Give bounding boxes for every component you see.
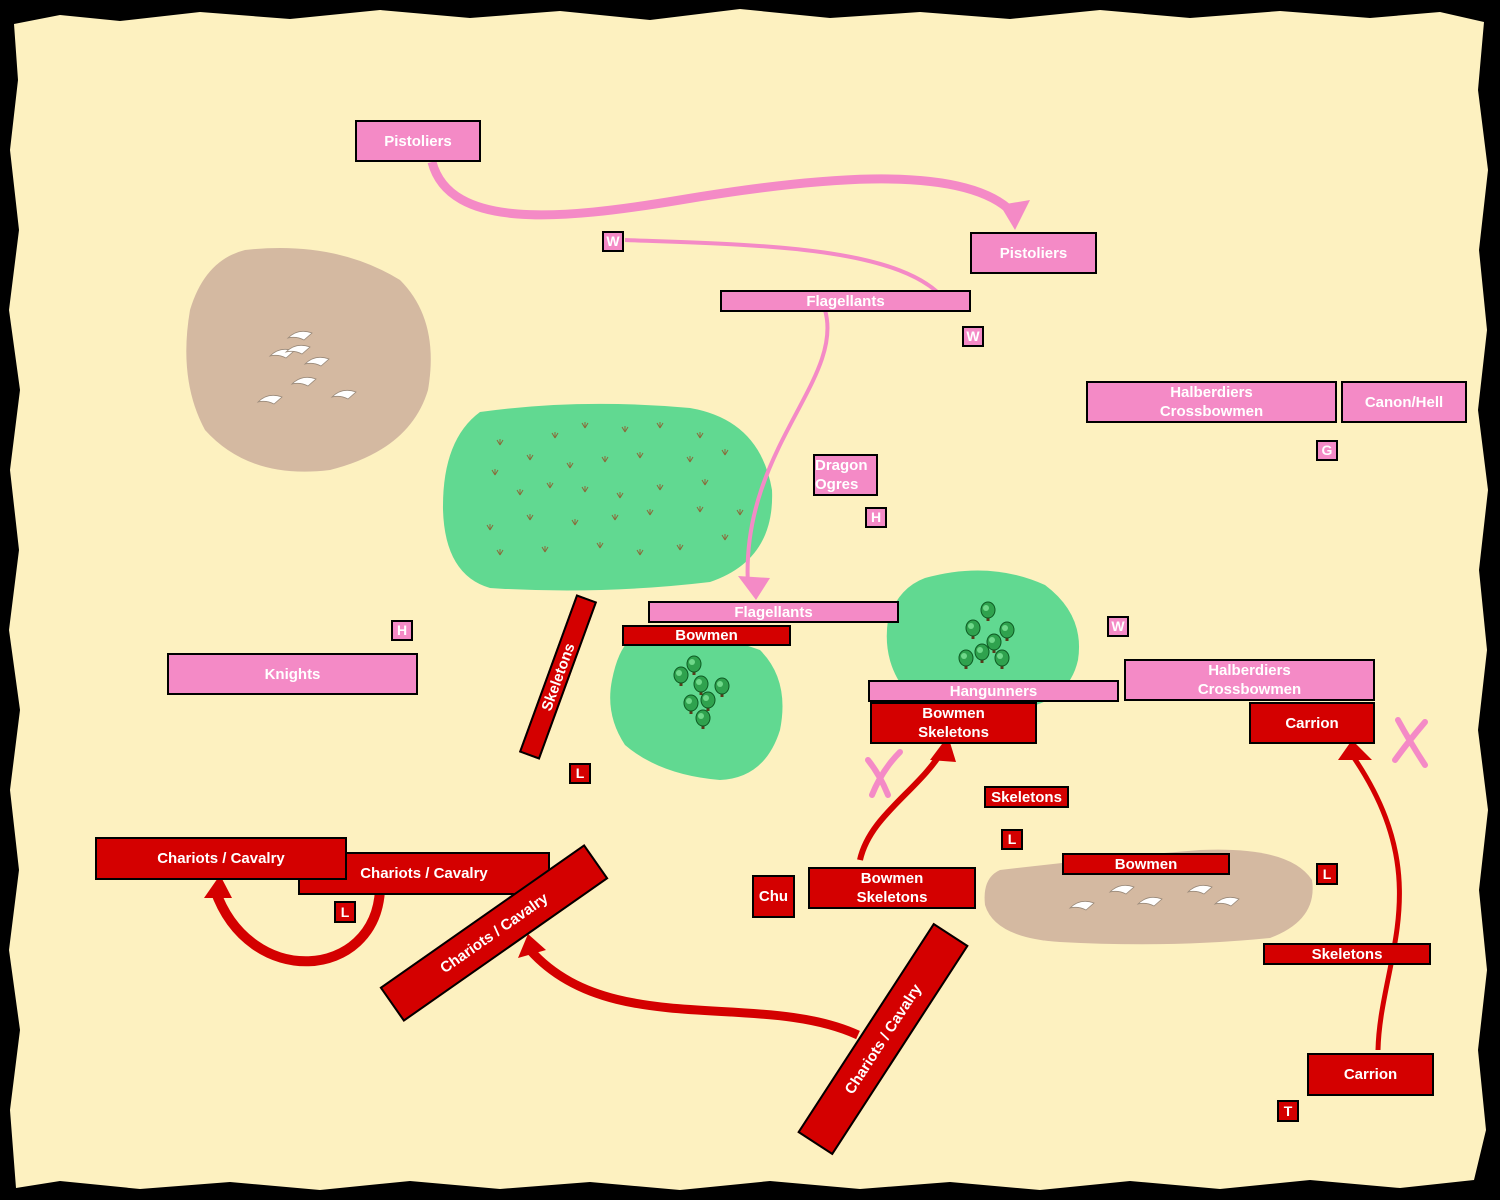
bowmen-unit-1[interactable]: Bowmen <box>622 625 791 646</box>
skeletons-unit-2[interactable]: Skeletons <box>1263 943 1431 965</box>
w-marker-1[interactable]: W <box>602 231 624 252</box>
bowmen-skeletons-unit-2[interactable]: Bowmen Skeletons <box>808 867 976 909</box>
unit-label-line-1: Halberdiers <box>1170 384 1253 401</box>
forest-small-right <box>886 570 1080 711</box>
w-marker-2[interactable]: W <box>962 326 984 347</box>
red-movement-arrows <box>210 746 1402 1051</box>
pink-movement-arrows <box>427 160 1016 587</box>
unit-label-line-1: Bowmen <box>860 870 924 887</box>
h-marker-1[interactable]: H <box>865 507 887 528</box>
l-marker-3[interactable]: L <box>1316 863 1338 885</box>
unit-label-line-2: Skeletons <box>918 724 989 741</box>
halberdiers-crossbowmen-unit-1[interactable]: Halberdiers Crossbowmen <box>1086 381 1337 423</box>
flagellants-unit-1[interactable]: Flagellants <box>720 290 971 312</box>
dragon-ogres-unit[interactable]: Dragon Ogres <box>813 454 878 496</box>
pistoliers-unit-2[interactable]: Pistoliers <box>970 232 1097 274</box>
chu-unit[interactable]: Chu <box>752 875 795 918</box>
t-marker[interactable]: T <box>1277 1100 1299 1122</box>
flagellants-unit-2[interactable]: Flagellants <box>648 601 899 623</box>
unit-label-line-1: Dragon <box>815 457 868 474</box>
chariots-cavalry-unit-1[interactable]: Chariots / Cavalry <box>95 837 347 880</box>
carrion-unit-1[interactable]: Carrion <box>1249 702 1375 744</box>
canon-hell-unit[interactable]: Canon/Hell <box>1341 381 1467 423</box>
carrion-unit-2[interactable]: Carrion <box>1307 1053 1434 1096</box>
h-marker-2[interactable]: H <box>391 620 413 641</box>
g-marker[interactable]: G <box>1316 440 1338 461</box>
l-marker-1[interactable]: L <box>569 763 591 784</box>
bowmen-unit-2[interactable]: Bowmen <box>1062 853 1230 875</box>
unit-label-line-2: Ogres <box>815 476 859 493</box>
pink-x-marks <box>865 717 1428 798</box>
hill-top-left <box>186 248 431 472</box>
red-arrowheads <box>204 736 1372 958</box>
unit-label-line-2: Skeletons <box>856 889 928 906</box>
unit-label-line-1: Halberdiers <box>1208 662 1291 679</box>
w-marker-3[interactable]: W <box>1107 616 1129 637</box>
skeletons-unit-1[interactable]: Skeletons <box>984 786 1069 808</box>
unit-label-line-2: Crossbowmen <box>1197 681 1302 698</box>
hangunners-unit[interactable]: Hangunners <box>868 680 1119 702</box>
l-marker-4[interactable]: L <box>334 901 356 923</box>
l-marker-2[interactable]: L <box>1001 829 1023 850</box>
pink-arrowheads <box>738 200 1030 600</box>
halberdiers-crossbowmen-unit-2[interactable]: Halberdiers Crossbowmen <box>1124 659 1375 701</box>
pistoliers-unit-1[interactable]: Pistoliers <box>355 120 481 162</box>
forest-large <box>442 403 773 591</box>
unit-label-line-2: Crossbowmen <box>1159 403 1264 420</box>
bowmen-skeletons-unit-1[interactable]: Bowmen Skeletons <box>870 702 1037 744</box>
unit-label-line-1: Bowmen <box>922 705 985 722</box>
knights-unit[interactable]: Knights <box>167 653 418 695</box>
